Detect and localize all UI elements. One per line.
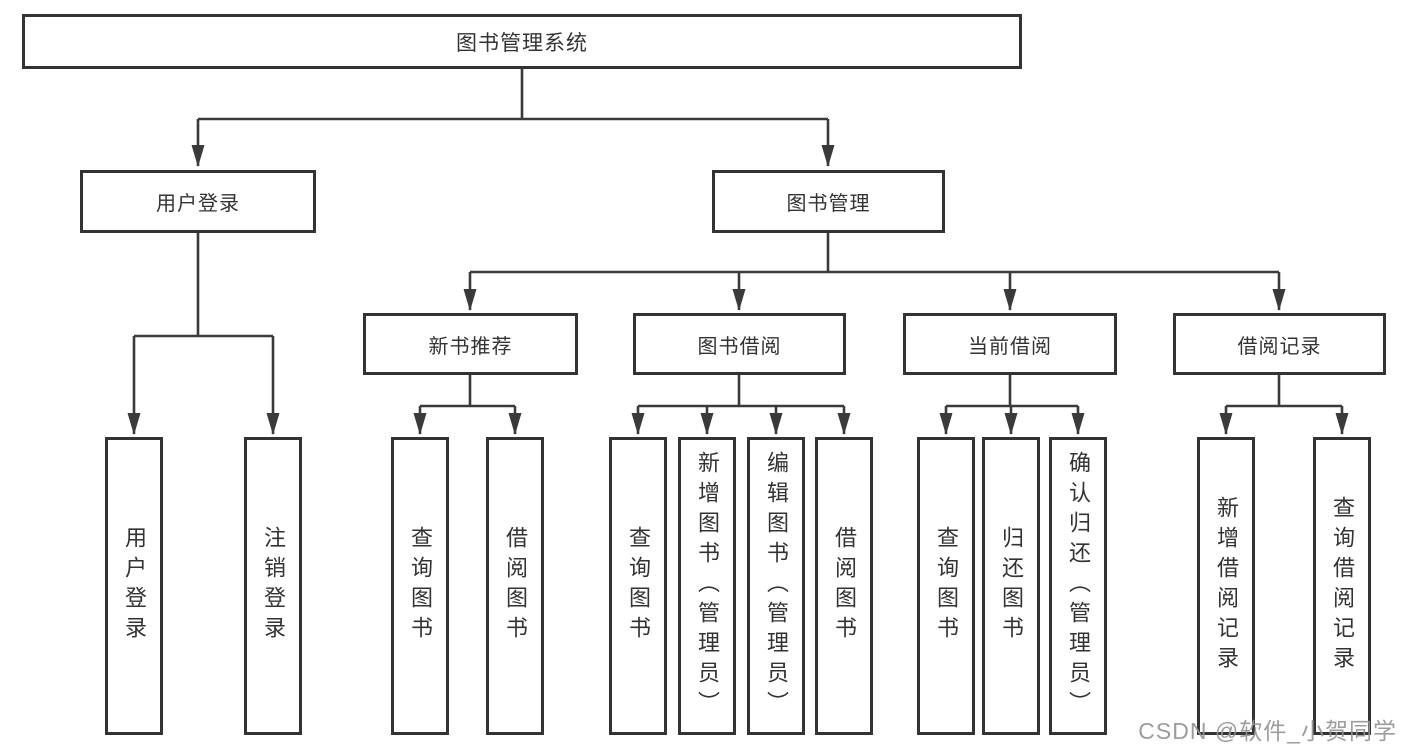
leaf-borrow-query-books: 查询图书 xyxy=(609,437,667,735)
node-current-borrow: 当前借阅 xyxy=(903,313,1117,375)
leaf-borrow-query-books-label: 查询图书 xyxy=(626,526,651,646)
wire-root xyxy=(198,69,828,121)
wire-records xyxy=(1226,375,1342,408)
leaf-user-login-label: 用户登录 xyxy=(122,526,147,646)
node-user-login-label: 用户登录 xyxy=(156,193,240,215)
leaf-records-add-record: 新增借阅记录 xyxy=(1197,437,1255,735)
leaf-borrow-edit-books-admin-label: 编辑图书（管理员） xyxy=(764,451,789,721)
leaf-user-login: 用户登录 xyxy=(105,437,163,735)
leaf-current-query-books-label: 查询图书 xyxy=(934,526,959,646)
leaf-records-query-record: 查询借阅记录 xyxy=(1313,437,1371,735)
wire-manage xyxy=(470,233,1279,274)
leaf-current-return-books: 归还图书 xyxy=(982,437,1040,735)
node-borrow-records-label: 借阅记录 xyxy=(1237,335,1322,358)
leaf-recommend-query-books-label: 查询图书 xyxy=(408,526,433,646)
leaf-current-return-books-label: 归还图书 xyxy=(999,526,1024,646)
wire-current xyxy=(946,375,1078,408)
wire-recommend xyxy=(420,375,515,408)
leaf-recommend-borrow-books-label: 借阅图书 xyxy=(503,526,528,646)
csdn-watermark: CSDN @软件_小贺同学 xyxy=(1138,718,1397,744)
node-user-login: 用户登录 xyxy=(80,170,316,233)
leaf-logout: 注销登录 xyxy=(244,437,302,735)
leaf-records-query-record-label: 查询借阅记录 xyxy=(1330,496,1355,676)
node-book-manage-label: 图书管理 xyxy=(786,193,871,215)
node-root-label: 图书管理系统 xyxy=(456,31,588,55)
leaf-borrow-borrow-books-label: 借阅图书 xyxy=(832,526,857,646)
wire-borrow xyxy=(638,375,844,408)
leaf-borrow-borrow-books: 借阅图书 xyxy=(815,437,873,735)
leaf-recommend-borrow-books: 借阅图书 xyxy=(486,437,544,735)
leaf-records-add-record-label: 新增借阅记录 xyxy=(1214,496,1239,676)
leaf-borrow-add-books-admin-label: 新增图书（管理员） xyxy=(695,451,720,721)
node-new-book-recommend-label: 新书推荐 xyxy=(428,335,513,358)
leaf-borrow-add-books-admin: 新增图书（管理员） xyxy=(678,437,736,735)
node-book-borrow: 图书借阅 xyxy=(633,313,846,375)
leaf-current-confirm-return-admin-label: 确认归还（管理员） xyxy=(1066,451,1091,721)
wire-login xyxy=(134,233,273,338)
node-borrow-records: 借阅记录 xyxy=(1173,313,1386,375)
node-root: 图书管理系统 xyxy=(22,14,1022,69)
node-book-borrow-label: 图书借阅 xyxy=(697,335,782,358)
leaf-recommend-query-books: 查询图书 xyxy=(391,437,449,735)
leaf-borrow-edit-books-admin: 编辑图书（管理员） xyxy=(747,437,805,735)
node-new-book-recommend: 新书推荐 xyxy=(363,313,578,375)
node-book-manage: 图书管理 xyxy=(712,170,945,233)
leaf-current-query-books: 查询图书 xyxy=(917,437,975,735)
node-current-borrow-label: 当前借阅 xyxy=(968,335,1052,358)
leaf-logout-label: 注销登录 xyxy=(261,526,286,646)
leaf-current-confirm-return-admin: 确认归还（管理员） xyxy=(1049,437,1107,735)
